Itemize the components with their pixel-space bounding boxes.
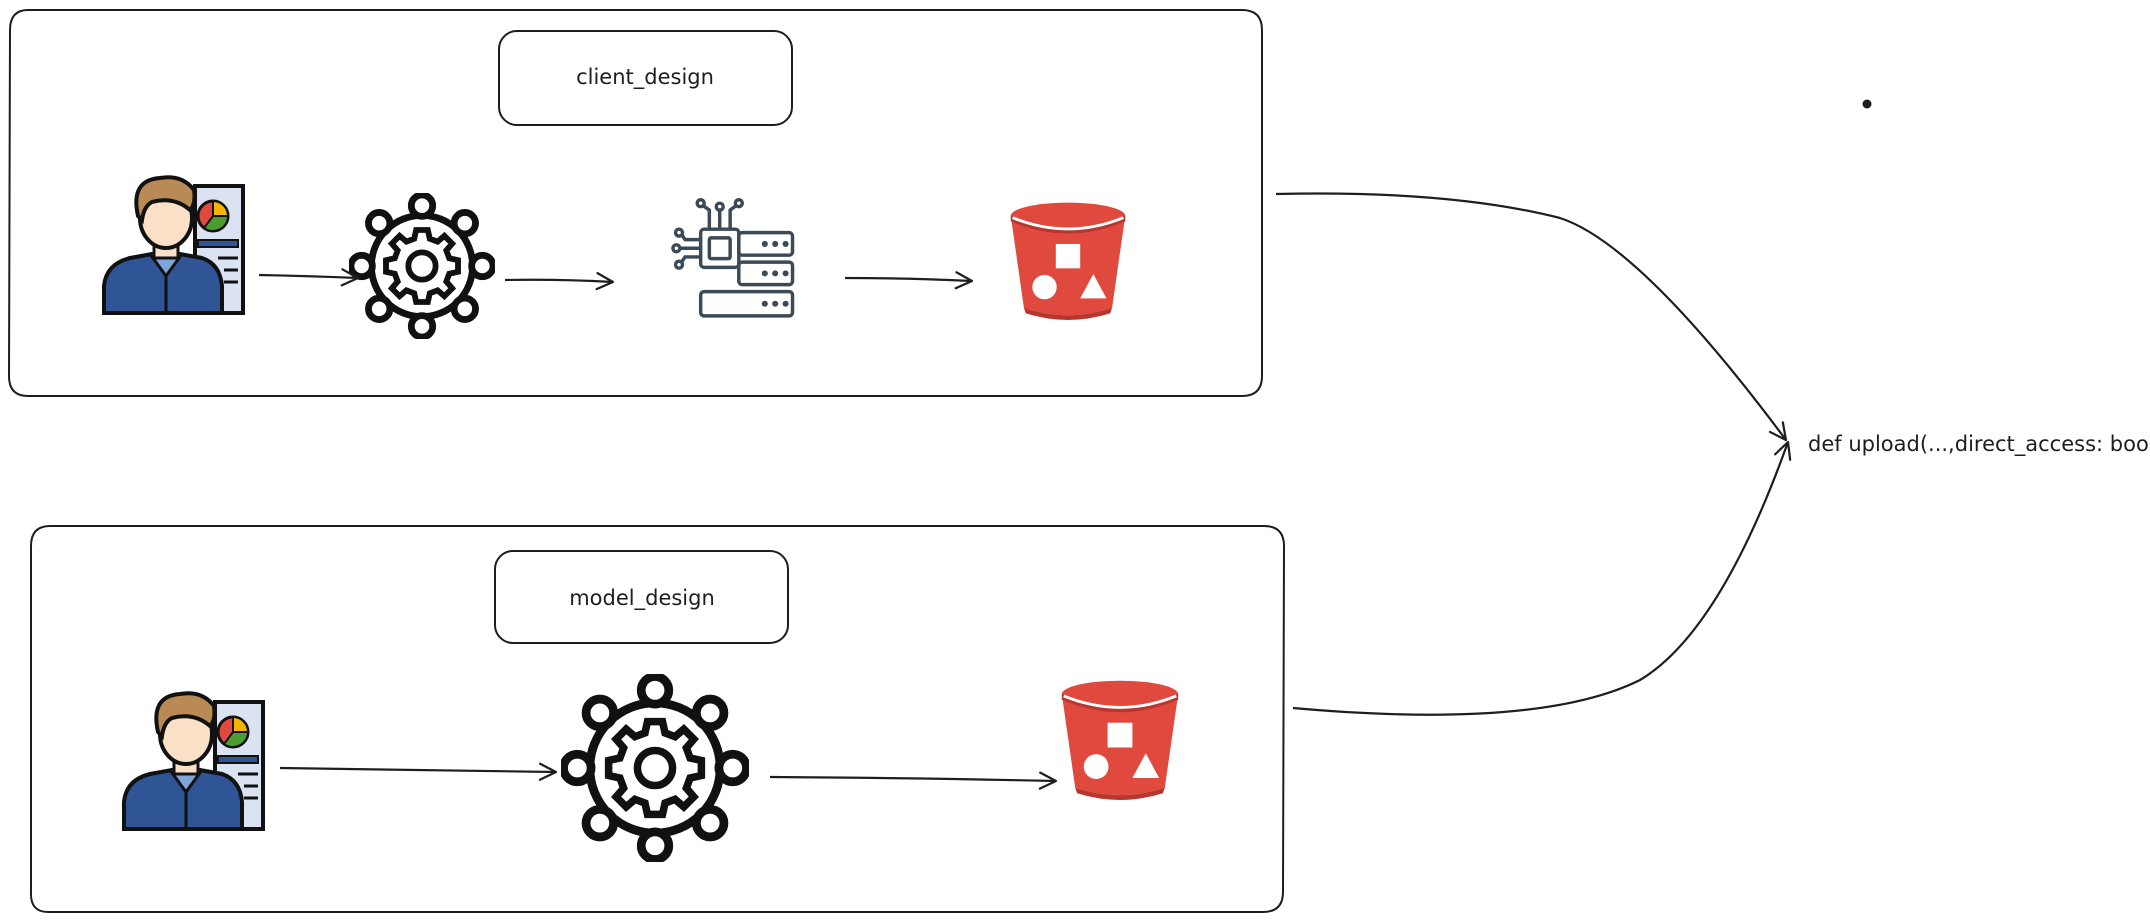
arrow-user-to-network bbox=[258, 268, 360, 287]
client-design-frame bbox=[7, 9, 1263, 397]
analyst-user-icon[interactable] bbox=[122, 691, 265, 831]
connector-model-to-upload bbox=[1292, 440, 1792, 716]
stray-dot bbox=[1862, 99, 1872, 109]
model-design-title-box[interactable]: model_design bbox=[494, 550, 789, 644]
connector-client-to-upload bbox=[1275, 192, 1788, 442]
storage-bucket-icon[interactable] bbox=[1009, 201, 1127, 322]
arrow-network-to-bucket bbox=[769, 771, 1058, 790]
client-design-title-box[interactable]: client_design bbox=[498, 30, 793, 126]
arrow-user-to-network bbox=[279, 762, 558, 781]
client-design-title: client_design bbox=[576, 65, 714, 90]
arrow-network-to-server bbox=[504, 272, 615, 291]
gear-network-icon[interactable] bbox=[564, 677, 747, 860]
storage-bucket-icon[interactable] bbox=[1060, 679, 1180, 802]
model-design-title: model_design bbox=[569, 586, 715, 611]
model-design-group: model_design bbox=[29, 525, 1286, 913]
client-design-group: client_design bbox=[7, 9, 1263, 397]
arrow-server-to-bucket bbox=[844, 271, 974, 290]
chip-server-icon[interactable] bbox=[671, 198, 795, 318]
analyst-user-icon[interactable] bbox=[102, 175, 245, 315]
model-design-frame bbox=[29, 525, 1286, 913]
gear-network-icon[interactable] bbox=[351, 195, 493, 337]
upload-function-label[interactable]: def upload(...,direct_access: bool) bbox=[1808, 432, 2150, 457]
